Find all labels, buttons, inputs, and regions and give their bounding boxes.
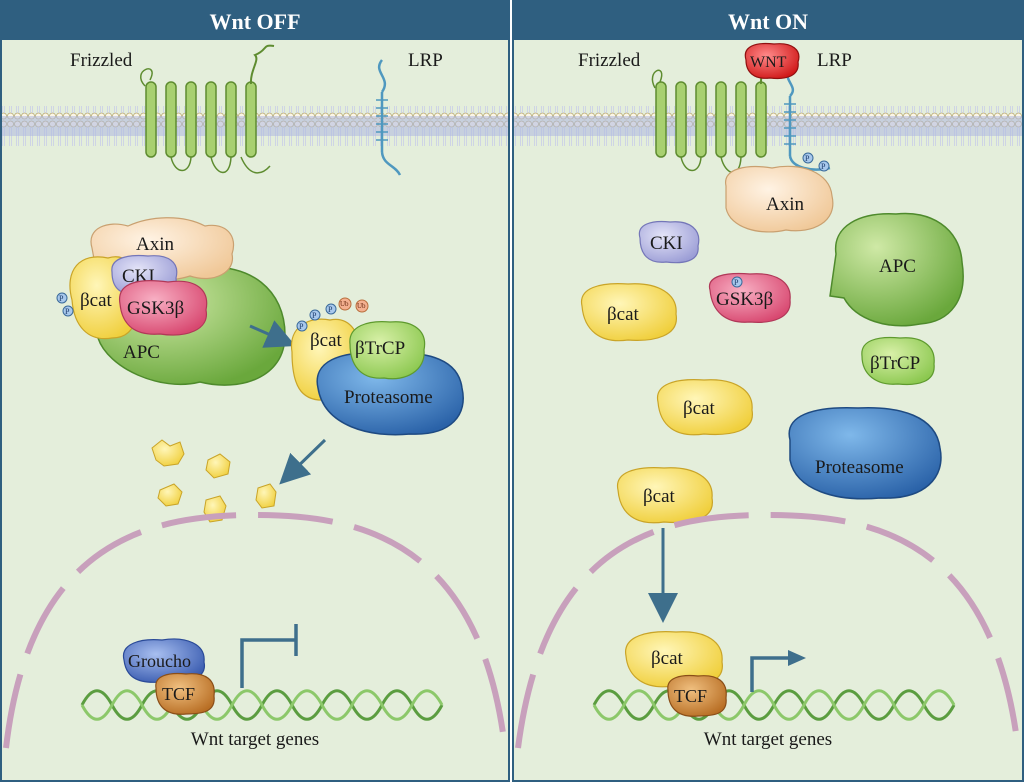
target-genes-label-on: Wnt target genes (704, 729, 832, 750)
activation-arrow (750, 656, 790, 692)
degradation-complex: βcat Proteasome βTrCP Ub Ub P P P (290, 297, 464, 436)
lrp-label-on: LRP (817, 50, 852, 71)
wnt-ligand-shape (744, 42, 800, 80)
gsk-shape-off (119, 280, 208, 336)
bcat-label-on-1: βcat (607, 304, 640, 325)
svg-text:P: P (59, 294, 64, 303)
bcat-shape-on-2 (657, 379, 753, 436)
lrp-label-off: LRP (408, 50, 443, 71)
groucho-label: Groucho (128, 651, 191, 671)
svg-text:P: P (328, 305, 333, 314)
apc-shape-on (829, 212, 964, 327)
axin-label-on: Axin (766, 194, 805, 215)
panel-on-title: Wnt ON (728, 9, 808, 34)
tcf-label-on: TCF (674, 686, 707, 706)
frizzled-receptor-on (651, 59, 768, 174)
panel-off-title: Wnt OFF (209, 9, 300, 34)
svg-text:P: P (805, 154, 810, 163)
svg-text:P: P (312, 311, 317, 320)
tcf-shape-off (155, 672, 215, 715)
dna-helix-on (592, 689, 956, 721)
phospho-gsk-on: P (731, 276, 743, 288)
arrow-to-degradation (249, 320, 296, 348)
panel-wnt-on: Wnt ON Frizzled LRP WNT P P (512, 0, 1024, 782)
tcf-label-off: TCF (162, 684, 195, 704)
dna-helix-off (80, 689, 444, 721)
phospho-off-complex: P P (56, 292, 74, 317)
cki-shape-on (638, 220, 700, 264)
phospho-degrade: P P P (296, 303, 337, 332)
arrow-to-fragments (279, 438, 327, 485)
proteasome-label-off: Proteasome (344, 387, 433, 408)
tcf-shape-on (667, 674, 727, 717)
bcat-shape-on-1 (581, 283, 677, 342)
bcat-label-off: βcat (80, 290, 113, 311)
panel-wnt-off: Wnt OFF Frizzled LRP A (0, 0, 510, 782)
panel-off-header (1, 1, 509, 40)
btrcp-label-on: βTrCP (870, 353, 920, 374)
axin-shape-on (725, 165, 834, 233)
bcat-label-nucleus: βcat (651, 648, 684, 669)
phospho-lrp: P P (802, 152, 830, 172)
svg-text:P: P (821, 162, 826, 171)
frizzled-label-on: Frizzled (578, 50, 641, 71)
btrcp-shape-off (349, 321, 426, 380)
svg-text:Ub: Ub (357, 302, 366, 310)
panel-on-header (513, 1, 1023, 40)
svg-text:Ub: Ub (340, 300, 349, 308)
ubiquitin-tags: Ub Ub (338, 297, 369, 313)
frizzled-receptor-off (139, 44, 275, 174)
apc-label-on: APC (879, 256, 916, 277)
repression-arrow (240, 624, 298, 688)
target-genes-label-off: Wnt target genes (191, 729, 319, 750)
btrcp-label-off: βTrCP (355, 338, 405, 359)
wnt-ligand-label: WNT (750, 54, 787, 71)
nucleus-envelope-on (515, 511, 1021, 749)
proteasome-label-on: Proteasome (815, 457, 904, 478)
frizzled-label-off: Frizzled (70, 50, 133, 71)
groucho-shape (122, 638, 205, 684)
destruction-complex: APC Axin βcat CKI GSK3β P P (56, 217, 286, 386)
btrcp-shape-on (861, 336, 935, 386)
gsk-label-off: GSK3β (127, 298, 184, 319)
bcat-label-on-2: βcat (683, 398, 716, 419)
gsk-label-on: GSK3β (716, 289, 773, 310)
axin-label-off: Axin (136, 234, 175, 255)
svg-text:P: P (734, 278, 739, 287)
cki-label-on: CKI (650, 233, 683, 254)
bcat-label-on-3: βcat (643, 486, 676, 507)
nucleus-envelope-off (3, 511, 508, 749)
bcat-shape-nucleus (625, 631, 723, 688)
bcat-shape-on-3 (617, 467, 713, 524)
svg-text:P: P (299, 322, 304, 331)
proteasome-shape-on (788, 407, 942, 500)
gsk-shape-on (708, 272, 791, 323)
bcat-label-degrade: βcat (310, 330, 343, 351)
apc-label-off: APC (123, 342, 160, 363)
lrp-receptor-off (376, 59, 402, 176)
svg-text:P: P (65, 307, 70, 316)
